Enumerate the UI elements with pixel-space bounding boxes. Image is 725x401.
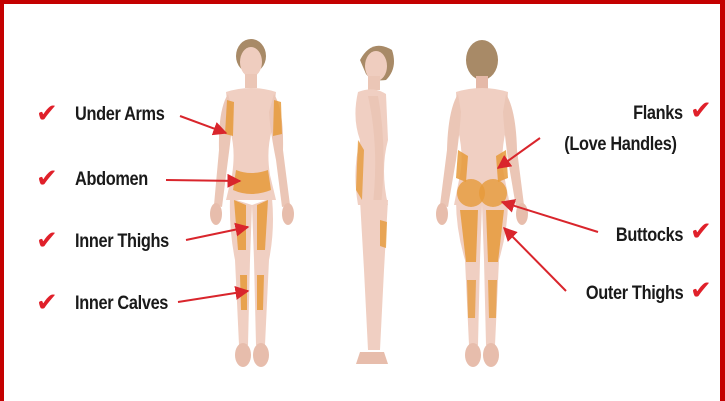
label-inner-thighs: Inner Thighs — [75, 231, 169, 253]
label-love-handles: (Love Handles) — [565, 134, 677, 156]
check-mark-icon: ✔ — [36, 228, 58, 254]
label-under-arms: Under Arms — [75, 104, 164, 126]
check-mark-icon: ✔ — [690, 219, 712, 245]
arrow-outer-thighs — [504, 228, 566, 291]
check-mark-icon: ✔ — [36, 101, 58, 127]
label-abdomen: Abdomen — [75, 169, 148, 191]
label-buttocks: Buttocks — [616, 225, 683, 247]
label-outer-thighs: Outer Thighs — [585, 283, 683, 305]
label-flanks: Flanks — [633, 103, 683, 125]
check-mark-icon: ✔ — [690, 278, 712, 304]
check-mark-icon: ✔ — [36, 166, 58, 192]
arrow-under-arms — [180, 116, 226, 133]
arrow-abdomen — [166, 180, 240, 181]
check-mark-icon: ✔ — [690, 98, 712, 124]
back-figure — [436, 40, 528, 367]
label-inner-calves: Inner Calves — [75, 293, 168, 315]
side-figure — [355, 46, 394, 364]
check-mark-icon: ✔ — [36, 290, 58, 316]
front-figure — [210, 39, 294, 367]
